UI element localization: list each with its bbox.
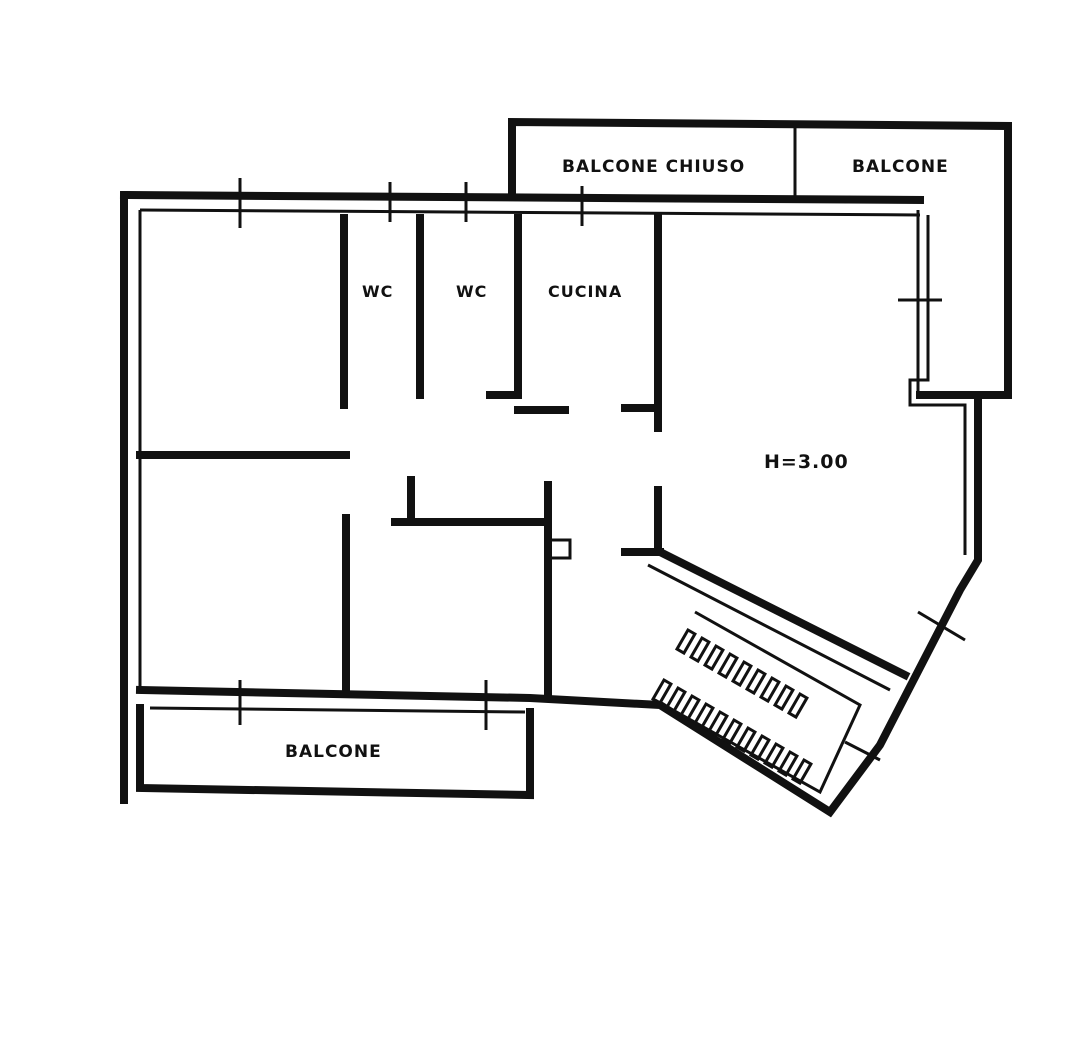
- stair-tread-4: [730, 659, 753, 688]
- label-balcone-bottom: BALCONE: [285, 742, 382, 762]
- stair-tread-6: [758, 675, 781, 704]
- label-wc-1: WC: [362, 282, 393, 301]
- stair-tread-12: [692, 701, 715, 730]
- stair-tread-16: [748, 733, 771, 762]
- stair-tread-3: [716, 651, 739, 680]
- stair-tread-18: [776, 749, 799, 778]
- stair-tread-1: [688, 635, 711, 664]
- stair-tread-7: [772, 683, 795, 712]
- stair-tread-19: [790, 757, 813, 786]
- staircase: [650, 610, 862, 795]
- stair-tread-11: [678, 693, 701, 722]
- label-wc-2: WC: [456, 282, 487, 301]
- stair-tread-2: [702, 643, 725, 672]
- stair-tread-10: [664, 685, 687, 714]
- stair-tread-0: [674, 627, 697, 656]
- label-height: H=3.00: [764, 451, 849, 473]
- window-marks: [238, 178, 966, 762]
- stair-tread-5: [744, 667, 767, 696]
- stair-tread-8: [786, 691, 809, 720]
- stair-tread-15: [734, 725, 757, 754]
- balcone-chiuso-area: [508, 117, 1012, 399]
- stair-tread-17: [762, 741, 785, 770]
- stair-tread-14: [720, 717, 743, 746]
- label-cucina: CUCINA: [548, 282, 622, 301]
- stair-tread-9: [650, 677, 673, 706]
- stair-tread-13: [706, 709, 729, 738]
- interior-walls: [136, 214, 911, 699]
- label-balcone-top-right: BALCONE: [852, 157, 949, 177]
- label-balcone-chiuso: BALCONE CHIUSO: [562, 157, 745, 177]
- balcone-bottom-area: [136, 704, 534, 800]
